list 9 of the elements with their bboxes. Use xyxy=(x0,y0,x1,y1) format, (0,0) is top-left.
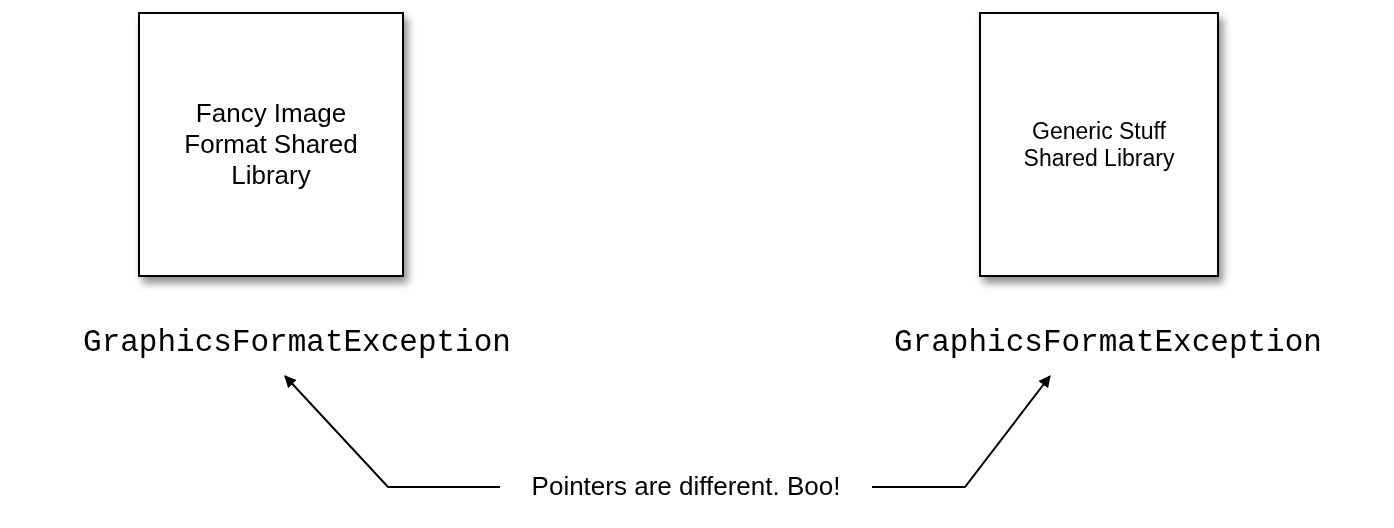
box-label: Fancy Image Format Shared Library xyxy=(183,98,359,191)
leader-arrow xyxy=(871,375,1051,488)
leader-arrow xyxy=(284,375,501,488)
library-box xyxy=(979,12,1219,277)
class-name-label: GraphicsFormatException xyxy=(825,318,1391,366)
box-label: Generic Stuff Shared Library xyxy=(1022,117,1176,172)
library-box xyxy=(138,12,404,277)
class-name-label: GraphicsFormatException xyxy=(12,318,582,366)
note-text: Pointers are different. Boo! xyxy=(500,443,872,528)
